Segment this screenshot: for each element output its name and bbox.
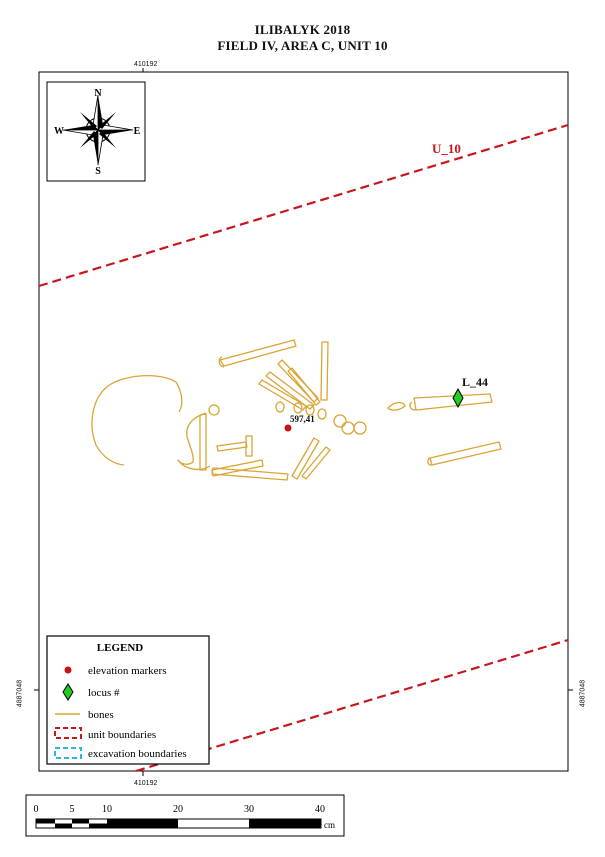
leg-bone [429, 441, 502, 466]
unit-boundary-north [38, 123, 569, 288]
legend: LEGEND elevation markers locus # bones u… [46, 635, 210, 765]
legend-title: LEGEND [97, 642, 144, 654]
compass-west: W [54, 126, 64, 137]
long-bone [218, 356, 225, 368]
leg-bone [409, 401, 417, 411]
arm-bone [245, 435, 253, 457]
compass-south: S [95, 166, 101, 177]
scale-bar: 0 5 10 20 30 40 cm [25, 794, 345, 837]
green-diamond-icon [62, 683, 74, 701]
map-frame [38, 71, 569, 772]
scale-bar-segment [55, 823, 72, 828]
arm-bone [199, 413, 207, 471]
rib-bone [265, 371, 315, 410]
legend-box [46, 635, 210, 765]
map-subtitle: FIELD IV, AREA C, UNIT 10 [217, 38, 388, 53]
scale-bar-box [25, 794, 345, 837]
legend-label: locus # [88, 687, 120, 699]
rib-bone [277, 359, 319, 403]
compass-east: E [134, 126, 141, 137]
vertebra-bone [275, 401, 285, 413]
scale-bar-segment [36, 819, 55, 824]
scale-label: 40 [315, 804, 325, 815]
pelvis-bone [387, 401, 406, 411]
scale-unit: cm [324, 820, 335, 830]
vertebra-bone [293, 402, 303, 414]
elevation-label: 597,41 [290, 414, 315, 424]
leg-bone [413, 393, 493, 411]
arm-bone [211, 467, 289, 481]
scale-label: 30 [244, 804, 254, 815]
rib-bone [320, 341, 329, 401]
vertebra-bone [317, 408, 327, 420]
arm-bone [216, 441, 248, 452]
compass-north: N [94, 88, 102, 99]
vertebra-bone [353, 421, 367, 435]
vertebra-bone [208, 404, 220, 416]
locus-label: L_44 [462, 375, 488, 389]
legend-label: excavation boundaries [88, 748, 187, 760]
vertebra-bone [333, 414, 347, 428]
leg-bone [427, 457, 433, 466]
skull-bone [175, 381, 183, 413]
scale-bar-segment [72, 819, 89, 824]
long-bone [219, 339, 297, 367]
skull-bone [91, 374, 177, 466]
arm-bone [291, 437, 320, 480]
jaw-bone [177, 412, 211, 471]
scale-bar-segment [107, 819, 178, 828]
locus-marker [452, 387, 464, 409]
scale-bar-segment [89, 823, 107, 828]
legend-label: bones [88, 709, 114, 721]
scale-label: 20 [173, 804, 183, 815]
elevation-marker [284, 424, 292, 432]
bottom-coordinate: 410192 [134, 780, 158, 787]
vertebra-bone [341, 421, 355, 435]
red-dot-icon [64, 666, 72, 674]
scale-label: 10 [102, 804, 112, 815]
red-dashed-box-icon [54, 727, 82, 739]
cyan-dashed-box-icon [54, 747, 82, 759]
rib-bone [287, 367, 321, 406]
arm-bone [301, 446, 331, 480]
legend-label: elevation markers [88, 665, 167, 677]
vertebra-bone [305, 404, 315, 416]
compass-star-icon [62, 94, 134, 166]
unit-label: U_10 [432, 141, 461, 156]
top-coordinate: 410192 [134, 61, 158, 68]
scale-bar-segment [249, 819, 321, 828]
scale-label: 0 [34, 804, 39, 815]
compass-rose: N S E W [46, 81, 146, 182]
rib-bone [258, 379, 307, 411]
bones-drawing [91, 339, 502, 481]
legend-label: unit boundaries [88, 729, 156, 741]
scale-label: 5 [70, 804, 75, 815]
map-title: ILIBALYK 2018 [254, 22, 351, 37]
